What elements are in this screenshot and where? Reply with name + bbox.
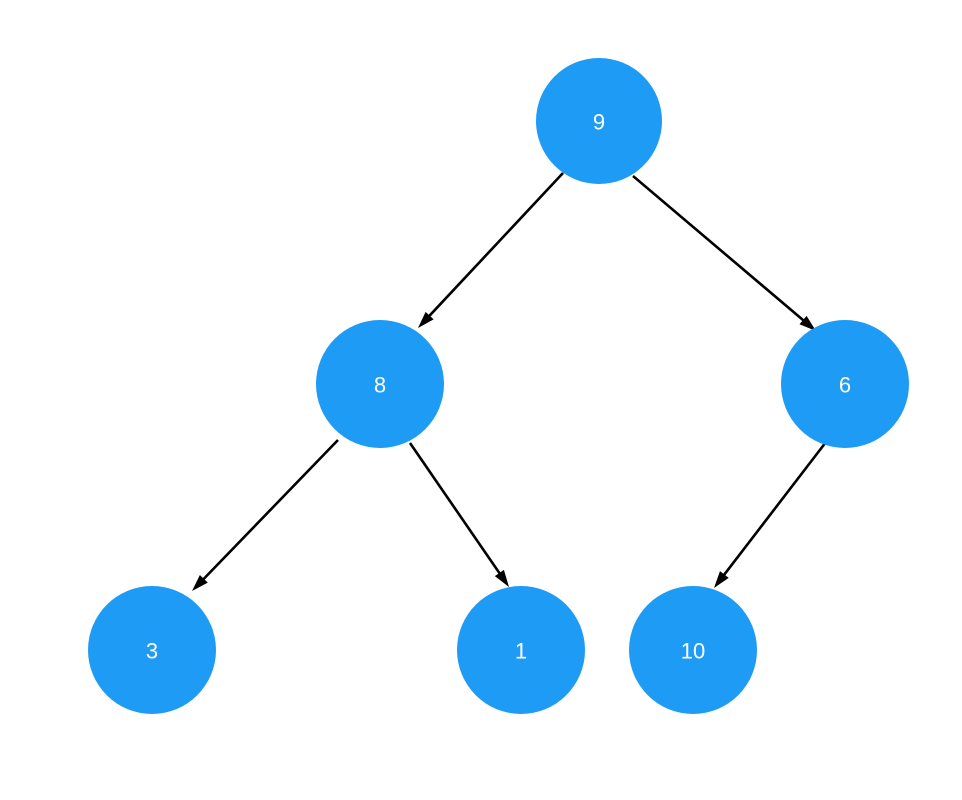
tree-node[interactable]: 1 — [457, 586, 585, 714]
tree-edge-arrowhead-icon — [418, 311, 434, 328]
tree-node-circle[interactable] — [629, 586, 757, 714]
tree-node[interactable]: 9 — [536, 58, 662, 184]
tree-edge — [714, 441, 828, 588]
tree-node-circle[interactable] — [781, 320, 909, 448]
tree-node[interactable]: 10 — [629, 586, 757, 714]
tree-edge-line — [408, 442, 502, 575]
tree-node-circle[interactable] — [316, 320, 444, 448]
tree-edge — [408, 442, 509, 587]
tree-node-label: 1 — [515, 639, 527, 664]
tree-edge — [418, 172, 564, 328]
tree-node[interactable]: 6 — [781, 320, 909, 448]
tree-node-label: 9 — [593, 110, 605, 135]
edges-layer — [192, 172, 828, 591]
tree-node[interactable]: 8 — [316, 320, 444, 448]
tree-edge-line — [722, 441, 828, 577]
tree-node-label: 3 — [146, 639, 158, 664]
tree-edge-line — [427, 172, 564, 318]
tree-node-label: 6 — [839, 373, 851, 398]
tree-edge-arrowhead-icon — [799, 315, 816, 331]
tree-edge-line — [201, 439, 339, 581]
tree-edge-arrowhead-icon — [714, 571, 729, 588]
tree-edge-arrowhead-icon — [494, 569, 509, 587]
nodes-layer: 9 8 6 3 1 10 — [88, 58, 909, 714]
tree-edge — [632, 175, 816, 331]
tree-node-circle[interactable] — [536, 58, 662, 184]
tree-node-circle[interactable] — [457, 586, 585, 714]
tree-node-circle[interactable] — [88, 586, 216, 714]
tree-node-label: 8 — [374, 373, 386, 398]
tree-node-label: 10 — [681, 639, 705, 664]
tree-edge — [192, 439, 339, 591]
tree-edge-line — [632, 175, 806, 322]
tree-node[interactable]: 3 — [88, 586, 216, 714]
tree-edge-arrowhead-icon — [192, 574, 208, 591]
